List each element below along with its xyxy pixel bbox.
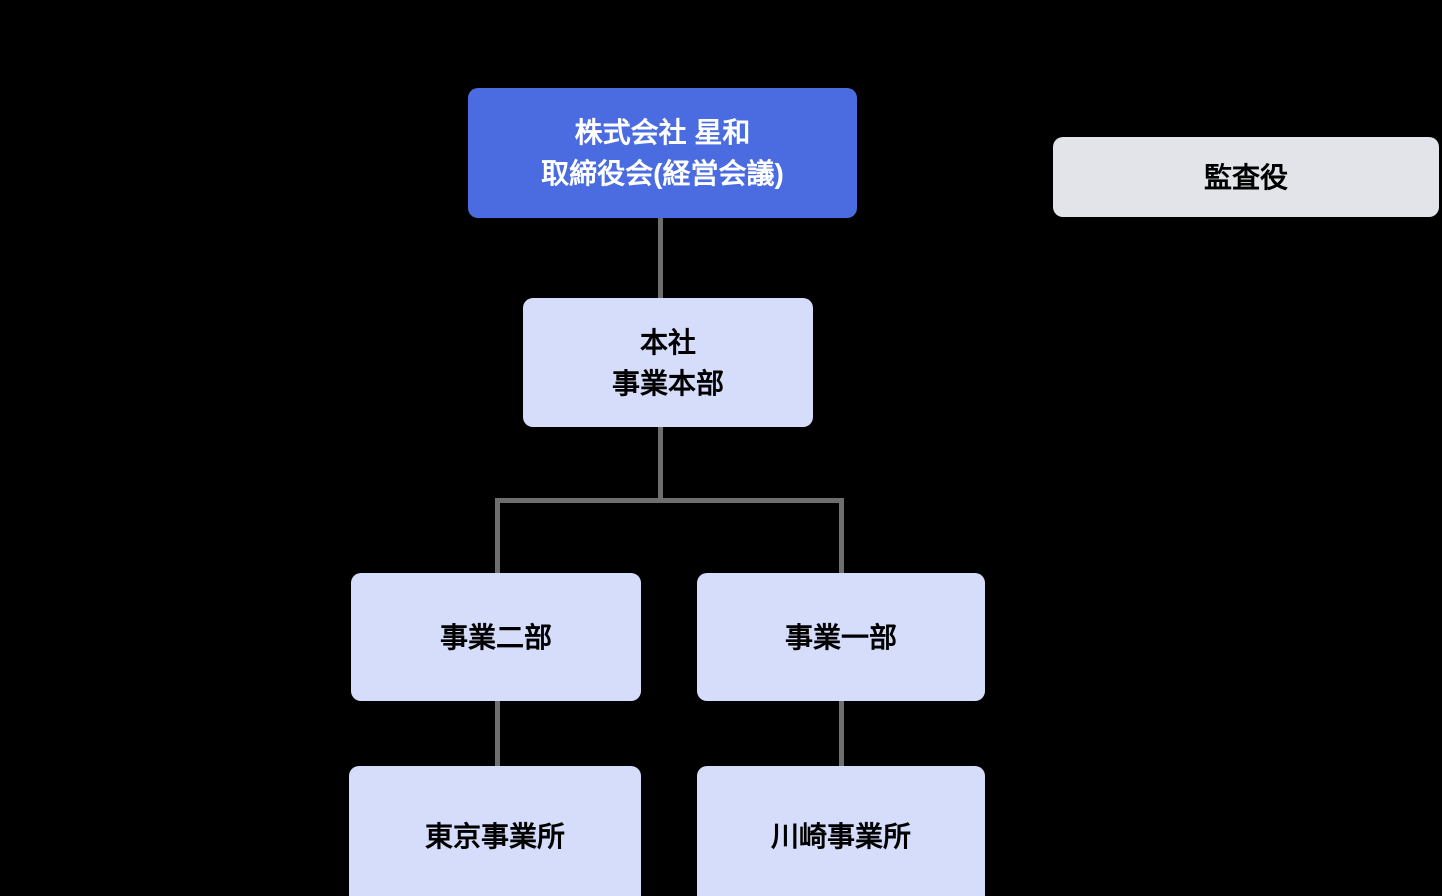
- node-auditor: 監査役: [1053, 137, 1439, 217]
- connector-division1-to-kawasaki: [839, 701, 844, 766]
- connector-branch-right: [839, 498, 844, 573]
- node-division-2: 事業二部: [351, 573, 641, 701]
- division-1-label: 事業一部: [784, 621, 897, 653]
- division-2-label: 事業二部: [439, 621, 552, 653]
- connector-headquarters-down: [658, 427, 663, 503]
- auditor-label: 監査役: [1203, 161, 1288, 193]
- connector-division2-to-tokyo: [495, 701, 500, 766]
- board-title-line1: 株式会社 星和: [574, 117, 751, 148]
- node-board-of-directors: 株式会社 星和 取締役会(経営会議): [468, 88, 857, 218]
- headquarters-line2: 事業本部: [611, 367, 724, 399]
- kawasaki-office-label: 川崎事業所: [770, 820, 911, 852]
- tokyo-office-label: 東京事業所: [424, 820, 565, 852]
- node-tokyo-office: 東京事業所: [349, 766, 641, 896]
- headquarters-line1: 本社: [639, 326, 696, 358]
- connector-branch-left: [495, 498, 500, 573]
- node-division-1: 事業一部: [697, 573, 985, 701]
- connector-branch-horizontal: [495, 498, 844, 503]
- node-headquarters: 本社 事業本部: [523, 298, 813, 427]
- node-kawasaki-office: 川崎事業所: [697, 766, 985, 896]
- connector-board-to-headquarters: [658, 218, 663, 298]
- board-title-line2: 取締役会(経営会議): [541, 158, 784, 189]
